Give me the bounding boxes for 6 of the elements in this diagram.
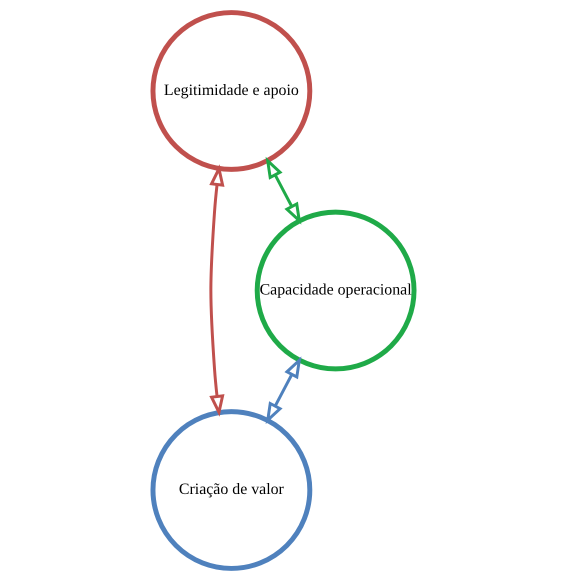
arrow <box>265 356 301 424</box>
node-circle: Capacidade operacional <box>254 210 416 372</box>
arrow <box>208 164 224 417</box>
node-circle: Legitimidade e apoio <box>150 10 312 172</box>
node-circle: Criação de valor <box>150 409 312 571</box>
arrow <box>265 156 301 225</box>
